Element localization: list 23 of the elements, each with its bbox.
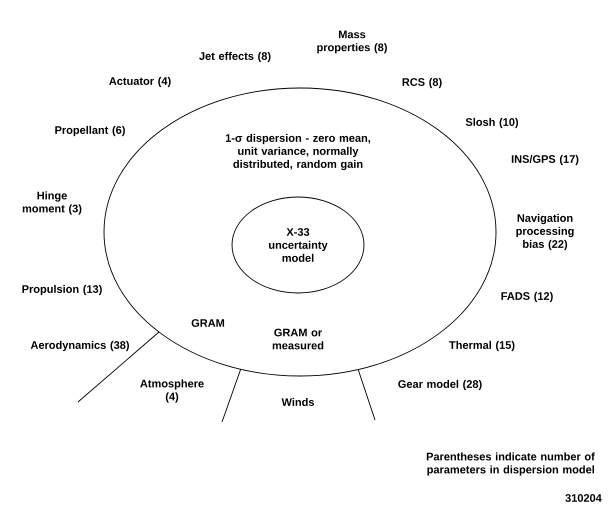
label: INS/GPS (17) [512, 154, 578, 166]
label: Gear model (28) [398, 380, 482, 390]
label: Hinge moment (3) [22, 191, 82, 215]
label: FADS (12) [501, 292, 553, 302]
label: Jet effects (8) [199, 52, 270, 62]
label: Atmosphere (4) [140, 379, 204, 403]
ellipse-text: 1-σ dispersion - zero mean, unit variance, normally distributed, random gain [226, 134, 370, 170]
ellipse-text: X-33 uncertainty model [269, 228, 328, 262]
label: Aerodynamics (38) [30, 340, 129, 352]
label: Navigation processing bias (22) [516, 214, 574, 250]
label: Winds [282, 398, 314, 406]
label: Mass properties (8) [317, 30, 387, 54]
label: Actuator (4) [109, 76, 171, 88]
label: 310204 [565, 494, 602, 502]
label: GRAM [192, 319, 224, 327]
label: Slosh (10) [466, 118, 518, 128]
label: RCS (8) [402, 78, 442, 88]
label: Parentheses indicate number of parameters in dispersion model [426, 452, 595, 476]
label: Thermal (15) [449, 340, 514, 352]
ellipse [232, 196, 364, 294]
label: Propellant (6) [55, 126, 125, 136]
label: GRAM or measured [272, 328, 324, 350]
label: Propulsion (13) [22, 284, 102, 296]
